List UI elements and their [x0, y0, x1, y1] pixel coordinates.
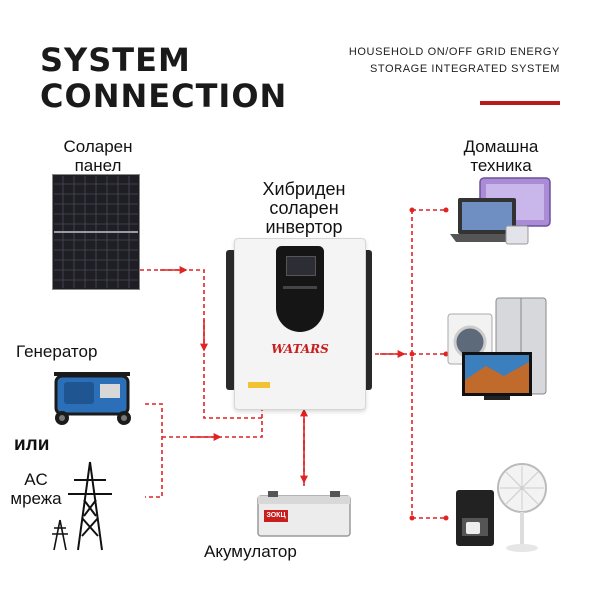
coffee-machine-fan-icon [456, 463, 547, 552]
ac-grid-label-line-1: AC [24, 470, 48, 489]
appliances-label-line-1: Домашна [463, 137, 539, 156]
inverter-button-row [283, 286, 317, 289]
subtitle-line-2: STORAGE INTEGRATED SYSTEM [369, 63, 560, 75]
laptop-tablet-icon [450, 177, 551, 245]
battery-brand-logo: ЗОКЦ [266, 512, 286, 519]
appliances-label-line-2: техника [470, 156, 532, 175]
inverter-front-panel [276, 246, 324, 332]
ac-grid-label-line-2: мрежа [10, 489, 62, 508]
accent-bar [480, 101, 560, 105]
inverter-left-bracket [226, 250, 236, 390]
title-line-1: SYSTEM [40, 41, 191, 79]
subtitle-line-1: HOUSEHOLD ON/OFF GRID ENERGY [348, 46, 560, 58]
page-title: SYSTEM CONNECTION [40, 42, 287, 114]
page-subtitle: HOUSEHOLD ON/OFF GRID ENERGY STORAGE INT… [349, 44, 560, 78]
battery-label: Акумулатор [204, 542, 297, 561]
or-label: или [14, 434, 50, 455]
generator-icon [54, 372, 131, 425]
washer-tv-fridge-icon [447, 297, 547, 400]
inverter-label-line-2: соларен [269, 198, 339, 218]
wire-generator-grid [145, 403, 163, 498]
solar-panel-label: Соларен панел [48, 137, 148, 175]
ac-grid-label: AC мрежа [6, 470, 66, 508]
inverter-label-line-3: инвертор [265, 217, 343, 237]
wire-source-inverter [162, 408, 263, 438]
battery-icon [257, 491, 351, 537]
title-line-2: CONNECTION [40, 77, 288, 115]
inverter-label: Хибриден соларен инвертор [236, 180, 372, 237]
inverter-device: WATARS [226, 238, 372, 410]
solar-panel-label-line-1: Соларен [63, 137, 133, 156]
inverter-warning-sticker [248, 382, 270, 388]
solar-panel-icon [52, 174, 140, 290]
inverter-brand-logo: WATARS [271, 342, 329, 356]
power-tower-icon [52, 461, 112, 551]
inverter-lcd-display [286, 256, 316, 276]
solar-panel-label-line-2: панел [74, 156, 122, 175]
inverter-right-bracket [362, 250, 372, 390]
inverter-label-line-1: Хибриден [262, 179, 346, 199]
appliances-label: Домашна техника [446, 137, 556, 175]
generator-label: Генератор [16, 342, 98, 361]
